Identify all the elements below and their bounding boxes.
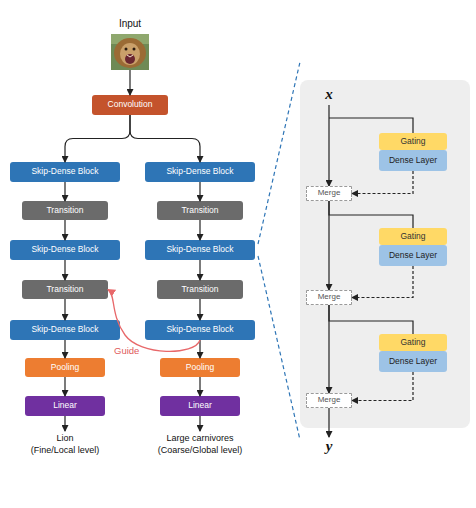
box-label: Linear xyxy=(53,401,77,410)
gating-box: Gating xyxy=(379,133,447,150)
box-label: Merge xyxy=(318,189,341,198)
box-label: Skip-Dense Block xyxy=(166,245,233,254)
box-label: Transition xyxy=(181,206,218,215)
skip-dense-block: Skip-Dense Block xyxy=(10,320,120,340)
output-arrow xyxy=(64,416,65,431)
box-label: Gating xyxy=(400,232,425,241)
box-label: Transition xyxy=(46,206,83,215)
connector-arrow xyxy=(64,377,65,396)
merge-box: Merge xyxy=(306,290,352,305)
guide-arrow xyxy=(108,290,200,352)
transition-box: Transition xyxy=(157,201,243,220)
box-label: Linear xyxy=(188,401,212,410)
zoom-panel xyxy=(300,80,470,428)
box-label: Skip-Dense Block xyxy=(31,167,98,176)
output-wire xyxy=(328,408,329,437)
box-label: Merge xyxy=(318,396,341,405)
merge-box: Merge xyxy=(306,186,352,201)
pooling-box: Pooling xyxy=(25,358,105,377)
connector-arrow xyxy=(328,305,329,393)
output-label: Lion xyxy=(0,433,145,443)
skip-dense-block: Skip-Dense Block xyxy=(145,240,255,260)
dashed-connector xyxy=(352,372,413,401)
input-image-box: Input xyxy=(111,34,149,70)
box-label: Dense Layer xyxy=(389,251,437,260)
connector-arrow xyxy=(64,340,65,358)
box-label: Gating xyxy=(400,137,425,146)
input-wire xyxy=(328,105,329,186)
skip-dense-block: Skip-Dense Block xyxy=(10,162,120,182)
box-label: Transition xyxy=(46,285,83,294)
gating-box: Gating xyxy=(379,228,447,245)
output-label: Large carnivores xyxy=(120,433,280,443)
connector-arrow xyxy=(64,299,65,320)
dense-layer-box: Dense Layer xyxy=(379,351,447,372)
box-label: Merge xyxy=(318,293,341,302)
connector-arrow xyxy=(129,70,130,95)
transition-box: Transition xyxy=(22,280,108,299)
dashed-connector xyxy=(352,171,413,194)
gating-box: Gating xyxy=(379,334,447,351)
transition-box: Transition xyxy=(22,201,108,220)
connector-arrow xyxy=(199,377,200,396)
connector-arrow xyxy=(199,340,200,358)
linear-box: Linear xyxy=(160,396,240,416)
skip-dense-block: Skip-Dense Block xyxy=(145,320,255,340)
merge-box: Merge xyxy=(306,393,352,408)
skip-dense-block: Skip-Dense Block xyxy=(145,162,255,182)
dashed-connector xyxy=(352,266,413,298)
output-arrow xyxy=(199,416,200,431)
input-branch xyxy=(329,118,413,133)
connector-arrow xyxy=(64,182,65,201)
output-sublabel: (Coarse/Global level) xyxy=(120,445,280,455)
dense-layer-box: Dense Layer xyxy=(379,245,447,266)
input-heading: Input xyxy=(71,18,189,29)
edge-label: Guide xyxy=(114,345,139,356)
box-label: Skip-Dense Block xyxy=(31,245,98,254)
pooling-box: Pooling xyxy=(160,358,240,377)
linear-box: Linear xyxy=(25,396,105,416)
dense-layer-box: Dense Layer xyxy=(379,150,447,171)
connector-arrow xyxy=(64,260,65,280)
connector-arrow xyxy=(199,220,200,240)
input-symbol: x xyxy=(249,86,409,103)
input-image xyxy=(111,34,149,70)
zoom-line xyxy=(258,62,300,244)
connector-arrow xyxy=(329,305,413,334)
zoom-line xyxy=(258,256,300,440)
box-label: Pooling xyxy=(51,363,79,372)
box-label: Dense Layer xyxy=(389,156,437,165)
convolution-box: Convolution xyxy=(92,95,168,115)
box-label: Gating xyxy=(400,338,425,347)
connector-arrow xyxy=(199,260,200,280)
transition-box: Transition xyxy=(157,280,243,299)
connector-arrow xyxy=(199,299,200,320)
connector-arrow xyxy=(329,201,413,228)
connector-arrow xyxy=(328,201,329,290)
connector-arrow xyxy=(65,115,130,162)
box-label: Transition xyxy=(181,285,218,294)
box-label: Dense Layer xyxy=(389,357,437,366)
connector-arrow xyxy=(64,220,65,240)
box-label: Pooling xyxy=(186,363,214,372)
box-label: Skip-Dense Block xyxy=(31,325,98,334)
output-symbol: y xyxy=(249,438,409,455)
box-label: Skip-Dense Block xyxy=(166,167,233,176)
skip-dense-block: Skip-Dense Block xyxy=(10,240,120,260)
box-label: Convolution xyxy=(108,100,153,109)
connector-arrow xyxy=(130,115,200,162)
connector-arrow xyxy=(199,182,200,201)
output-sublabel: (Fine/Local level) xyxy=(0,445,145,455)
box-label: Skip-Dense Block xyxy=(166,325,233,334)
